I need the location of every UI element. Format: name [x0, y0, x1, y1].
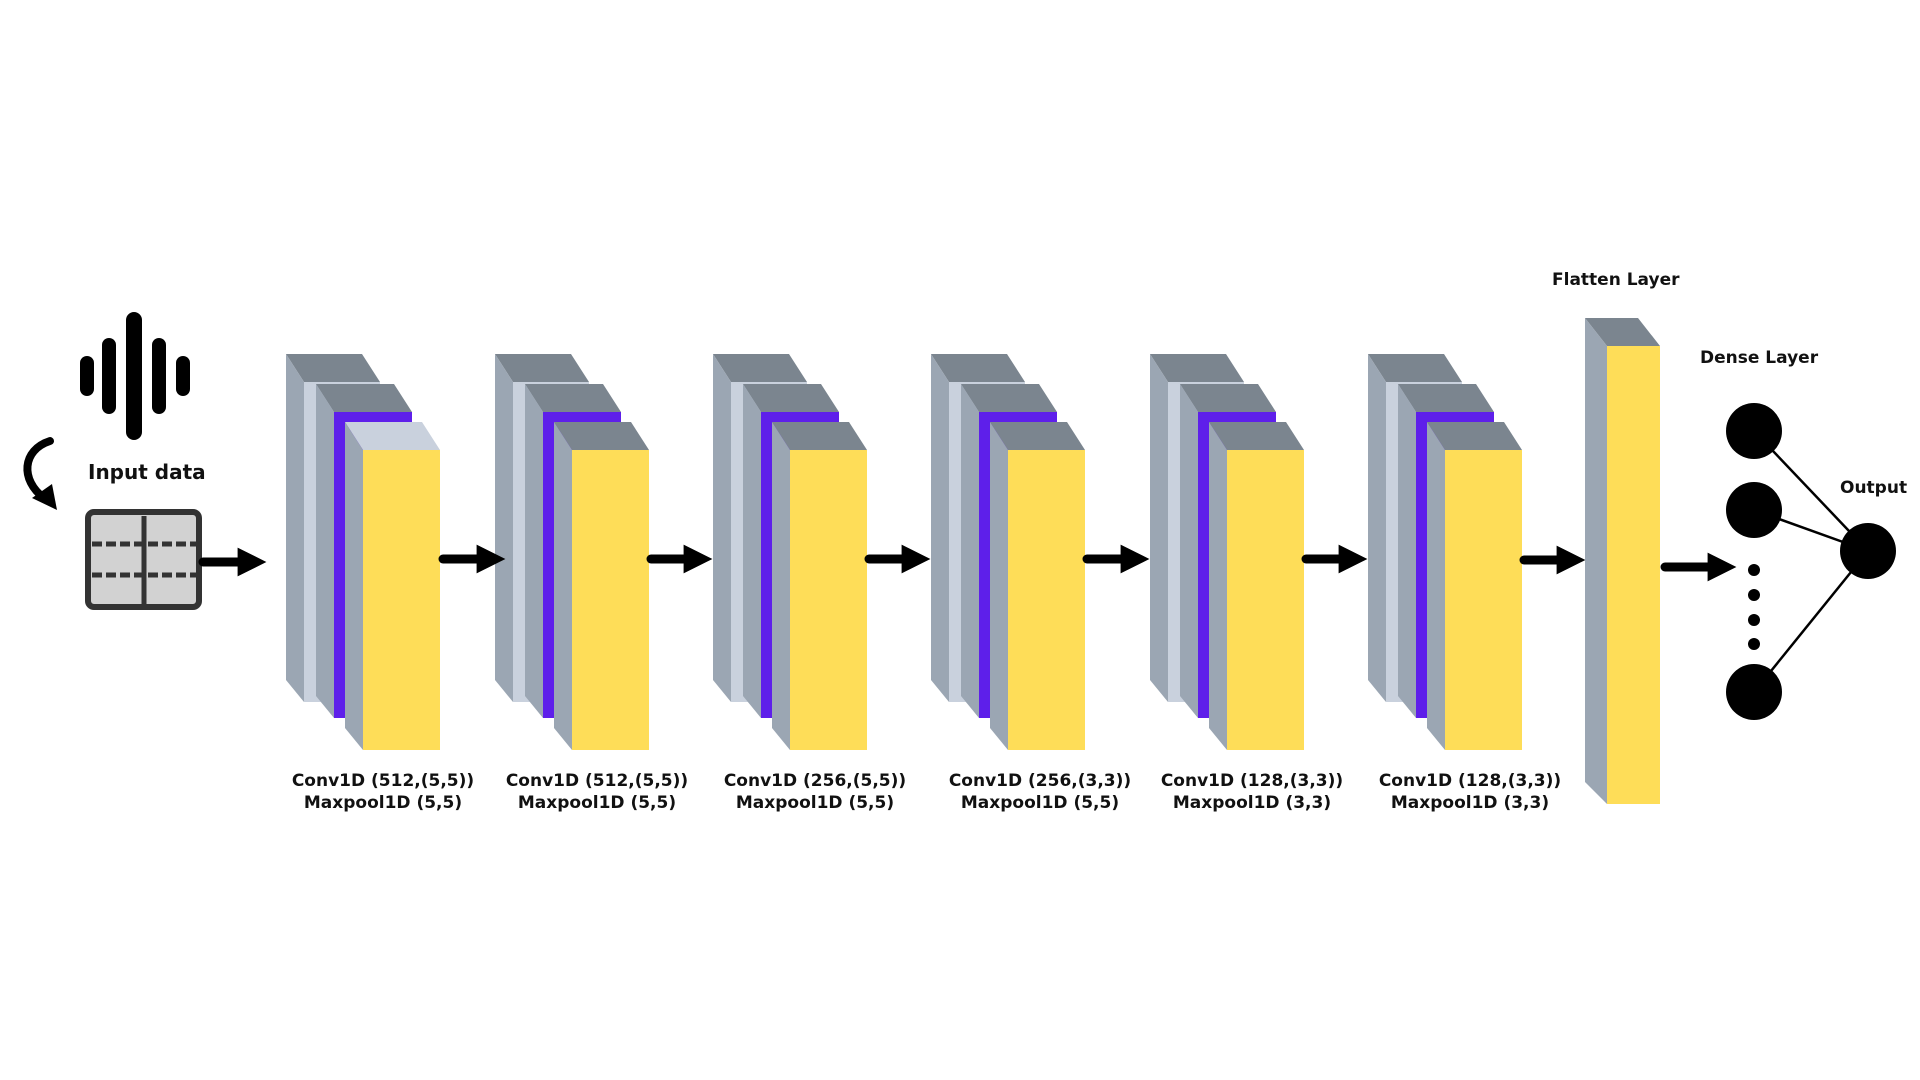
conv-block: [1368, 354, 1522, 750]
layer-caption: Conv1D (128,(3,3))Maxpool1D (3,3): [1360, 770, 1580, 814]
conv-caption: Conv1D (128,(3,3)): [1378, 771, 1562, 791]
pool-caption: Maxpool1D (5,5): [735, 793, 895, 813]
grid-icon: [85, 509, 202, 610]
layer-caption: Conv1D (256,(3,3))Maxpool1D (5,5): [930, 770, 1150, 814]
conv-block: [495, 354, 649, 750]
conv-caption: Conv1D (512,(5,5)): [505, 771, 689, 791]
output-label: Output: [1840, 478, 1908, 498]
conv-block: [931, 354, 1085, 750]
curved-arrow-icon: [23, 437, 57, 510]
ellipsis-dot: [1748, 638, 1760, 650]
pool-caption: Maxpool1D (5,5): [960, 793, 1120, 813]
layer-caption: Conv1D (128,(3,3))Maxpool1D (3,3): [1142, 770, 1362, 814]
pool-caption: Maxpool1D (5,5): [517, 793, 677, 813]
ellipsis-dot: [1748, 564, 1760, 576]
waveform-icon: [80, 312, 190, 440]
flatten-layer-label: Flatten Layer: [1552, 270, 1680, 290]
dense-node: [1726, 403, 1782, 459]
dense-layer-label: Dense Layer: [1700, 348, 1819, 368]
conv-caption: Conv1D (128,(3,3)): [1160, 771, 1344, 791]
conv-block: [1150, 354, 1304, 750]
pool-caption: Maxpool1D (3,3): [1390, 793, 1550, 813]
input-data-label: Input data: [88, 460, 206, 484]
ellipsis-dot: [1748, 589, 1760, 601]
dense-node: [1726, 482, 1782, 538]
pool-caption: Maxpool1D (5,5): [303, 793, 463, 813]
layer-caption: Conv1D (256,(5,5))Maxpool1D (5,5): [705, 770, 925, 814]
conv-block: [713, 354, 867, 750]
conv-block: [286, 354, 440, 750]
pool-caption: Maxpool1D (3,3): [1172, 793, 1332, 813]
flatten-layer: [1585, 318, 1660, 804]
dense-node: [1726, 664, 1782, 720]
ellipsis-dot: [1748, 614, 1760, 626]
conv-caption: Conv1D (256,(3,3)): [948, 771, 1132, 791]
output-node: [1840, 523, 1896, 579]
conv-caption: Conv1D (512,(5,5)): [291, 771, 475, 791]
conv-caption: Conv1D (256,(5,5)): [723, 771, 907, 791]
layer-caption: Conv1D (512,(5,5))Maxpool1D (5,5): [487, 770, 707, 814]
layer-caption: Conv1D (512,(5,5))Maxpool1D (5,5): [273, 770, 493, 814]
